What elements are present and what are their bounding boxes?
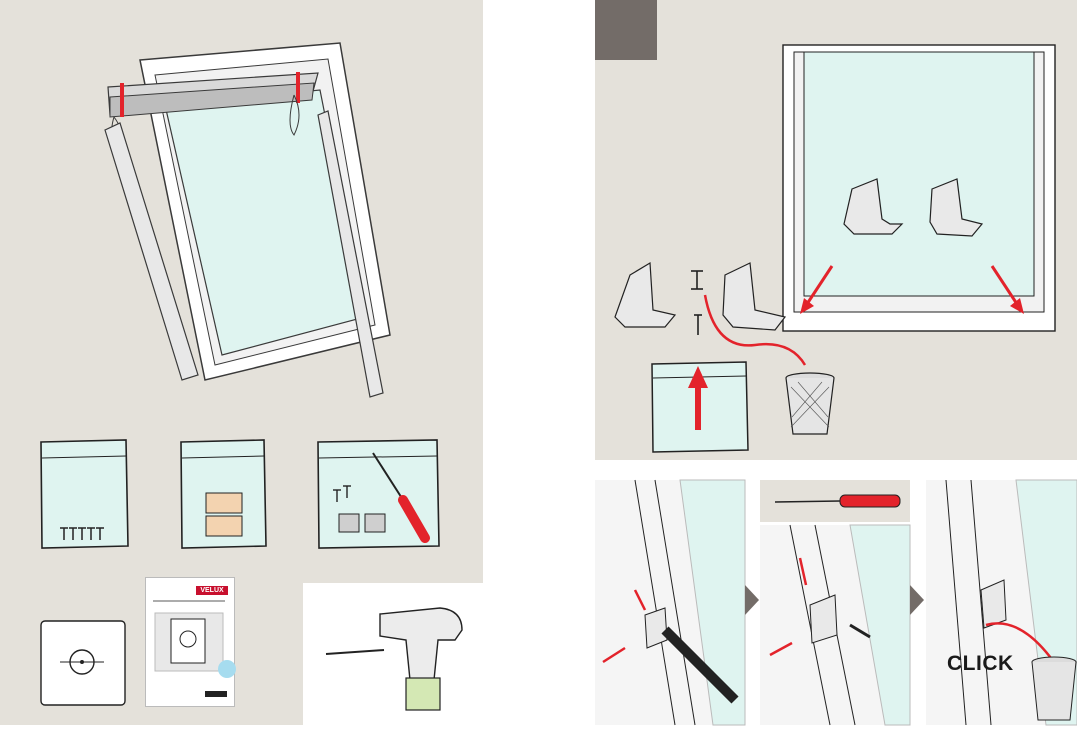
adhesive-pad-bag-icon	[178, 438, 268, 550]
screw-bag-icon	[38, 438, 130, 550]
waste-bin-icon	[783, 372, 837, 438]
wall-switch-icon	[40, 620, 126, 706]
step-divider-arrow-2	[910, 585, 924, 615]
window-blind-illustration	[100, 35, 400, 395]
bag-with-arrow-icon	[650, 360, 750, 455]
click-label: CLICK	[947, 652, 1014, 676]
screwdriver-panel	[760, 480, 910, 522]
step-1-install-panel	[595, 480, 745, 725]
tool-bag-icon	[315, 438, 441, 550]
step-2-screw-panel	[760, 525, 910, 725]
step-3-click-panel	[926, 480, 1077, 725]
step-divider-arrow-1	[745, 585, 759, 615]
window-frame-illustration	[782, 44, 1058, 334]
bracket-parts-illustration	[605, 255, 800, 340]
manual-booklet-icon	[145, 577, 233, 705]
step-badge	[595, 0, 657, 60]
drill-icon	[320, 600, 475, 715]
